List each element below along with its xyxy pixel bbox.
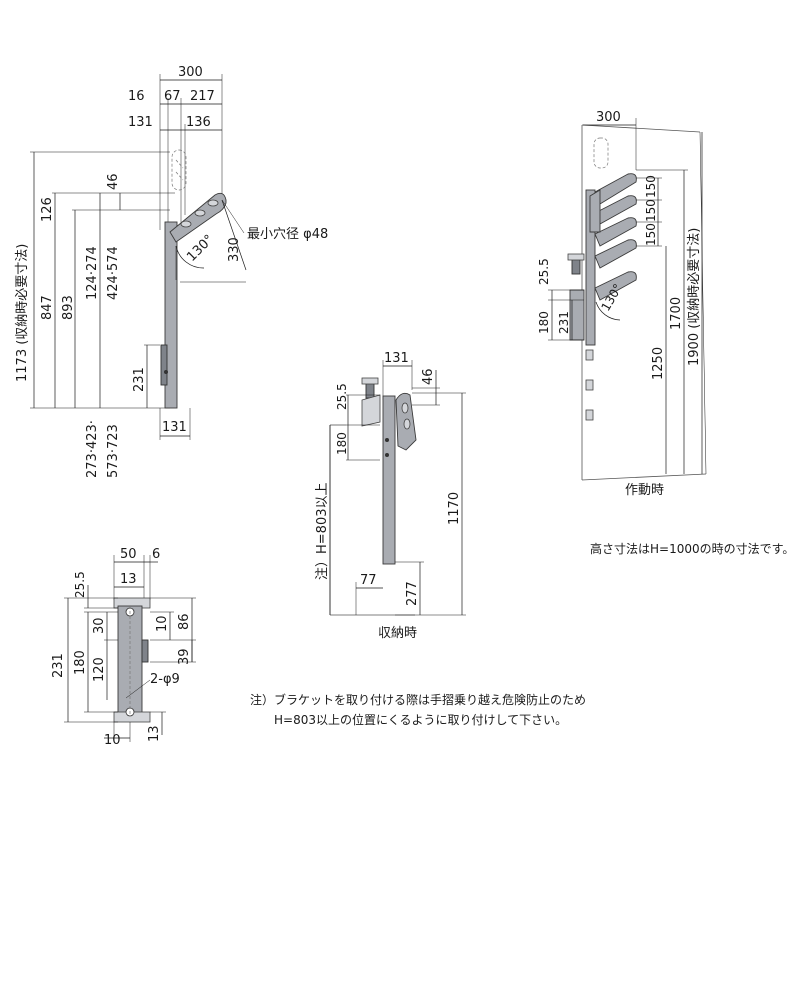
br-dim-39: 39 — [177, 648, 192, 665]
hanger-arm — [169, 192, 227, 243]
min-hole-label: 最小穴径 φ48 — [247, 227, 328, 242]
dim-217: 217 — [190, 89, 215, 104]
br-hole-label: 2-φ9 — [150, 672, 180, 687]
st-h803: 注）H=803以上 — [315, 483, 330, 580]
br-dim-6: 6 — [152, 547, 160, 562]
op-dim-150b: 150 — [644, 199, 658, 222]
op-dim-1900: 1900 (収納時必要寸法) — [687, 228, 702, 366]
br-dim-50: 50 — [120, 547, 137, 562]
op-dim-231: 231 — [557, 311, 571, 334]
dim-300: 300 — [178, 65, 203, 80]
br-dim-30: 30 — [92, 617, 107, 634]
op-dim-25-5: 25.5 — [537, 258, 551, 285]
op-dim-180: 180 — [537, 311, 551, 334]
dim-330: 330 — [227, 237, 242, 262]
dim-16: 16 — [128, 89, 145, 104]
br-dim-10b: 10 — [104, 733, 121, 748]
dim-231: 231 — [132, 367, 147, 392]
st-caption: 収納時 — [378, 626, 417, 641]
op-dim-1250: 1250 — [651, 347, 666, 380]
op-dim-150a: 150 — [644, 175, 658, 198]
st-dim-131: 131 — [384, 351, 409, 366]
st-dim-46: 46 — [421, 368, 436, 385]
dim-273-423: 273·423· — [85, 420, 100, 478]
bracket-view: 50 6 13 25.5 231 180 30 120 — [51, 547, 196, 748]
st-dim-180: 180 — [335, 432, 349, 455]
dim-424-574: 424·574 — [106, 246, 121, 300]
dim-131-top: 131 — [128, 115, 153, 130]
dim-136: 136 — [186, 115, 211, 130]
dim-131-bottom: 131 — [162, 420, 187, 435]
br-dim-10r: 10 — [155, 615, 170, 632]
br-dim-25-5: 25.5 — [73, 571, 87, 598]
dim-1173: 1173 (収納時必要寸法) — [15, 244, 30, 382]
br-dim-13b: 13 — [147, 725, 162, 742]
op-dim-1700: 1700 — [669, 297, 684, 330]
dim-126: 126 — [40, 197, 55, 222]
note-line-2: H=803以上の位置にくるように取り付けして下さい。 — [274, 712, 567, 727]
st-dim-25-5: 25.5 — [335, 383, 349, 410]
br-dim-231: 231 — [51, 653, 66, 678]
op-caption: 作動時 — [625, 483, 664, 498]
st-dim-77: 77 — [360, 573, 377, 588]
br-dim-120: 120 — [92, 657, 107, 682]
br-dim-13: 13 — [120, 572, 137, 587]
angle-130-side: 130° — [184, 232, 217, 265]
side-view: 300 16 67 217 131 136 1173 (収納時必要寸法) 126… — [15, 65, 328, 478]
br-dim-86: 86 — [177, 613, 192, 630]
installation-note: 注）ブラケットを取り付ける際は手摺乗り越え危険防止のため H=803以上の位置に… — [250, 692, 586, 727]
dim-847: 847 — [40, 295, 55, 320]
dim-893: 893 — [61, 295, 76, 320]
operating-view: 300 150 150 150 — [537, 110, 794, 556]
st-dim-277: 277 — [405, 581, 420, 606]
note-line-1: 注）ブラケットを取り付ける際は手摺乗り越え危険防止のため — [250, 692, 586, 707]
br-dim-180: 180 — [73, 650, 88, 675]
dim-573-723: 573·723 — [106, 424, 121, 478]
stored-arm — [395, 392, 417, 451]
op-dim-150c: 150 — [644, 223, 658, 246]
stored-view: 131 46 25.5 180 注）H=803以上 1170 — [315, 351, 466, 641]
height-note: 高さ寸法はH=1000の時の寸法です。 — [590, 541, 794, 556]
operating-arms — [589, 173, 637, 301]
op-dim-300: 300 — [596, 110, 621, 125]
dim-124-274: 124·274 — [85, 246, 100, 300]
st-dim-1170: 1170 — [447, 492, 462, 525]
dim-46: 46 — [106, 173, 121, 190]
dim-67: 67 — [164, 89, 181, 104]
